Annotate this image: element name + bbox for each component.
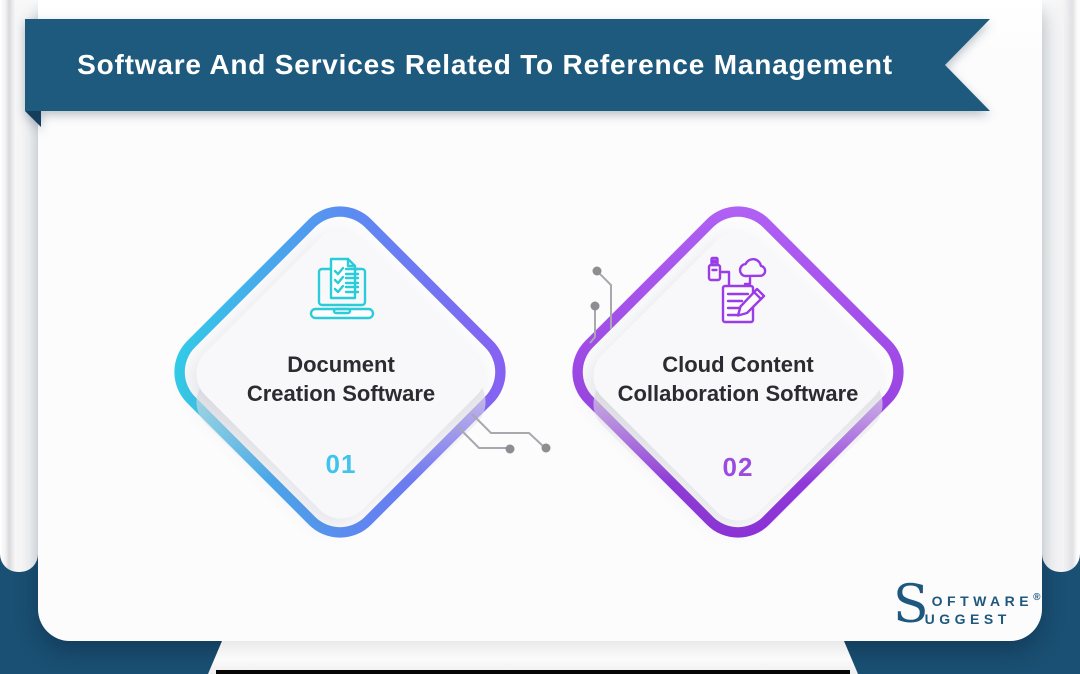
laptop-checklist-icon xyxy=(309,257,375,320)
next-slide-edge xyxy=(1042,0,1080,572)
logo-initial: S xyxy=(893,575,929,635)
bottom-bezel xyxy=(216,670,850,674)
slide-1-title-line2: Creation Software xyxy=(246,381,436,406)
bottom-sheet xyxy=(208,641,858,674)
logo-word-bottom: UGGEST xyxy=(924,611,1011,627)
slide-2-number: 02 xyxy=(722,452,754,482)
slide-1-title-line1: Document xyxy=(287,352,395,377)
slide-2-title-line2: Collaboration Software xyxy=(617,381,859,406)
logo-wordmark: OFTWARE® UGGEST xyxy=(925,582,1041,628)
title-ribbon: Software And Services Related To Referen… xyxy=(25,19,990,127)
cloud-document-pencil-icon xyxy=(707,256,767,324)
page-title: Software And Services Related To Referen… xyxy=(77,49,893,80)
slide-1-number: 01 xyxy=(325,449,357,479)
brand-logo: S OFTWARE® UGGEST xyxy=(893,575,1041,635)
title-ribbon-banner: Software And Services Related To Referen… xyxy=(25,19,990,111)
slide-2-title-line1: Cloud Content xyxy=(662,352,814,377)
slide-2-title: Cloud Content Collaboration Software xyxy=(558,350,918,408)
registered-mark: ® xyxy=(1033,592,1041,603)
slide-1-title: Document Creation Software xyxy=(161,350,521,408)
logo-word-top: OFTWARE® xyxy=(931,592,1041,609)
